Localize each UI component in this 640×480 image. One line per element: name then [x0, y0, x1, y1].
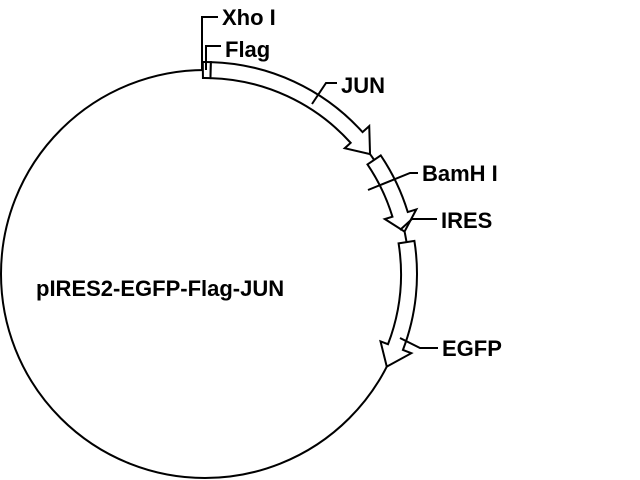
feature-label-jun: JUN [341, 73, 385, 98]
feature-ires-arrow [366, 154, 419, 234]
feature-jun-arrow [209, 61, 372, 156]
feature-egfp-arrow [379, 239, 418, 369]
leader-jun [311, 82, 337, 105]
plasmid-name: pIRES2-EGFP-Flag-JUN [36, 276, 284, 301]
leader-ires [399, 218, 437, 231]
feature-label-flag: Flag [225, 37, 270, 62]
feature-label-ires: IRES [441, 208, 492, 233]
leader-flag [205, 45, 221, 70]
leader-xho [201, 16, 218, 70]
site-label-xho: Xho I [222, 5, 276, 30]
leader-egfp [399, 337, 438, 349]
feature-label-egfp: EGFP [442, 336, 502, 361]
leader-bamh [367, 172, 418, 191]
site-label-bamh: BamH I [422, 161, 498, 186]
